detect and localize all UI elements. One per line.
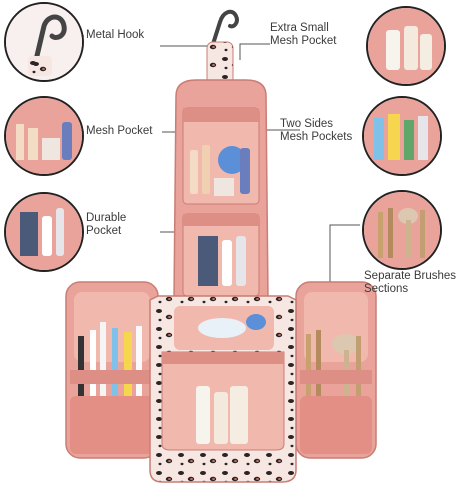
label-two-sides-mesh-pockets: Two Sides Mesh Pockets: [280, 118, 353, 143]
hanging-strap: [206, 41, 234, 85]
inset-two-sides-pockets: [362, 96, 442, 176]
left-brushes: [78, 322, 142, 396]
hook-icon: [211, 9, 239, 46]
inset-durable-pocket: [4, 192, 84, 272]
inset-mesh-pocket: [4, 96, 84, 176]
label-metal-hook: Metal Hook: [86, 29, 145, 41]
label-extra-small-mesh-pocket: Extra Small Mesh Pocket: [270, 22, 337, 47]
inset-extra-small-pocket: [366, 6, 446, 86]
label-separate-brushes-sections: Separate Brushes Sections: [364, 270, 457, 295]
blue-compact: [218, 146, 246, 174]
hook-icon: [6, 4, 82, 80]
inset-metal-hook: [4, 2, 84, 82]
label-mesh-pocket: Mesh Pocket: [86, 125, 153, 137]
inset-brush-sections: [362, 190, 442, 270]
label-durable-pocket: Durable Pocket: [86, 212, 127, 237]
